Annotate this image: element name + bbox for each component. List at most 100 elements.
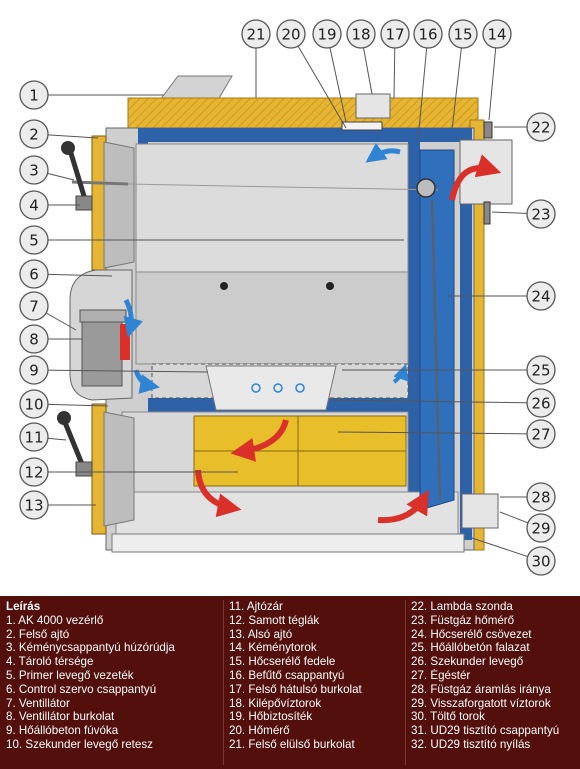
callout-circle-10 — [19, 389, 49, 419]
flue-thermometer — [483, 201, 491, 225]
callout-circle-15 — [448, 19, 478, 49]
legend-column-2: 11. Ajtózár 12. Samott téglák 13. Alsó a… — [223, 600, 411, 765]
callout-circle-8 — [19, 324, 49, 354]
callout-number-25: 25 — [531, 362, 550, 380]
flue-gas-outlet — [461, 493, 499, 529]
legend-item: 25. Hőállóbetón falazat — [411, 641, 530, 655]
callout-number-16: 16 — [418, 26, 437, 44]
legend-item: 2. Felső ajtó — [6, 627, 70, 641]
controller-housing — [159, 75, 233, 101]
legend-item: 10. Szekunder levegő retesz — [6, 737, 153, 751]
callout-number-27: 27 — [531, 426, 550, 444]
callout-circle-12 — [19, 457, 49, 487]
air-flow-arrow — [392, 363, 409, 384]
legend-item: 14. Kéménytorok — [229, 641, 317, 655]
callout-circle-25 — [526, 355, 556, 385]
callout-leader-20 — [290, 33, 347, 129]
boiler-cross-section-diagram: 1234567891011121314151617181920212223242… — [19, 19, 556, 576]
callout-number-26: 26 — [531, 395, 550, 413]
callout-leader-19 — [326, 33, 347, 123]
callout-circle-21 — [241, 19, 271, 49]
callout-circle-11 — [19, 422, 49, 452]
callout-number-1: 1 — [29, 87, 39, 105]
callout-circle-23 — [526, 199, 556, 229]
callout-number-4: 4 — [29, 197, 39, 215]
turbulator — [431, 199, 441, 501]
legend-item: 13. Alsó ajtó — [229, 627, 293, 641]
callout-number-5: 5 — [29, 232, 39, 250]
ash-pan — [115, 491, 459, 535]
water-jacket-left — [408, 142, 420, 512]
legend-title: Leírás — [6, 600, 41, 613]
lambda-sensor — [483, 121, 493, 139]
callout-number-6: 6 — [29, 266, 39, 284]
callout-number-13: 13 — [24, 497, 43, 515]
servo-damper — [120, 324, 130, 360]
callout-number-19: 19 — [317, 26, 336, 44]
callout-leader-15 — [451, 33, 464, 131]
rivet — [326, 282, 334, 290]
callout-circle-17 — [380, 19, 410, 49]
callout-layer: 1234567891011121314151617181920212223242… — [19, 19, 556, 576]
callout-number-2: 2 — [29, 126, 39, 144]
legend-item: 20. Hőmérő — [229, 724, 290, 738]
legend-item: 6. Control szervo csappantyú — [6, 682, 157, 696]
callout-number-18: 18 — [351, 26, 370, 44]
secondary-air-port — [273, 383, 283, 393]
flue-flow-arrow — [449, 154, 502, 201]
door-hinge — [75, 195, 93, 211]
callout-circle-16 — [413, 19, 443, 49]
top-insulation — [127, 97, 479, 129]
legend-item: 17. Felső hátulsó burkolat — [229, 682, 362, 696]
callout-circle-26 — [526, 388, 556, 418]
flue-flow-arrow — [377, 489, 429, 524]
callout-circle-4 — [19, 190, 49, 220]
callout-number-15: 15 — [453, 26, 472, 44]
callout-leader-27 — [337, 431, 542, 435]
air-flow-arrow — [365, 142, 401, 163]
callout-circle-30 — [526, 546, 556, 576]
flame-arrow — [195, 469, 242, 518]
legend-item: 30. Töltő torok — [411, 710, 485, 724]
callout-number-28: 28 — [531, 489, 550, 507]
legend-item: 24. Hőcserélő csövezet — [411, 627, 532, 641]
callout-circle-9 — [19, 355, 49, 385]
rivet — [220, 282, 228, 290]
callout-number-7: 7 — [29, 298, 39, 316]
lower-door-lining — [103, 411, 135, 527]
callout-leader-16 — [417, 33, 429, 141]
callout-number-12: 12 — [24, 464, 43, 482]
callout-number-24: 24 — [531, 288, 550, 306]
callout-circle-1 — [19, 80, 49, 110]
callout-circle-7 — [19, 291, 49, 321]
legend-column-3: 22. Lambda szonda 23. Füstgáz hőmérő 24.… — [405, 600, 580, 765]
legend-item: 12. Samott téglák — [229, 613, 320, 627]
legend-item: 3. Kéménycsappantyú húzórúdja — [6, 641, 175, 655]
callout-number-10: 10 — [24, 396, 43, 414]
callout-number-9: 9 — [29, 362, 39, 380]
legend-item: 18. Kilépővíztorok — [229, 696, 322, 710]
legend-item: 27. Égéstér — [411, 668, 471, 682]
flue-damper-rod-extension — [127, 183, 439, 191]
legend-item: 9. Hőállóbeton fúvóka — [6, 724, 119, 738]
callout-circle-13 — [19, 490, 49, 520]
callout-number-22: 22 — [531, 119, 550, 137]
callout-circle-2 — [19, 119, 49, 149]
callout-circle-28 — [526, 482, 556, 512]
legend-panel: Leírás 1. AK 4000 vezérlő 2. Felső ajtó … — [0, 596, 580, 769]
callout-number-30: 30 — [531, 553, 550, 571]
legend-item: 29. Visszaforgatott víztorok — [411, 696, 551, 710]
door-lock-lever — [61, 419, 85, 465]
callout-circle-29 — [526, 513, 556, 543]
callout-circle-14 — [482, 19, 512, 49]
door-lock-knob — [57, 411, 71, 425]
nozzle-throat — [205, 365, 337, 411]
legend-item: 31. UD29 tisztító csappantyú — [411, 724, 560, 738]
legend-item: 26. Szekunder levegő — [411, 655, 524, 669]
callout-circle-18 — [346, 19, 376, 49]
legend-item: 1. AK 4000 vezérlő — [6, 613, 104, 627]
callout-leader-26 — [329, 399, 542, 404]
callout-number-23: 23 — [531, 206, 550, 224]
callout-number-8: 8 — [29, 331, 39, 349]
legend-item: 8. Ventillátor burkolat — [6, 710, 115, 724]
